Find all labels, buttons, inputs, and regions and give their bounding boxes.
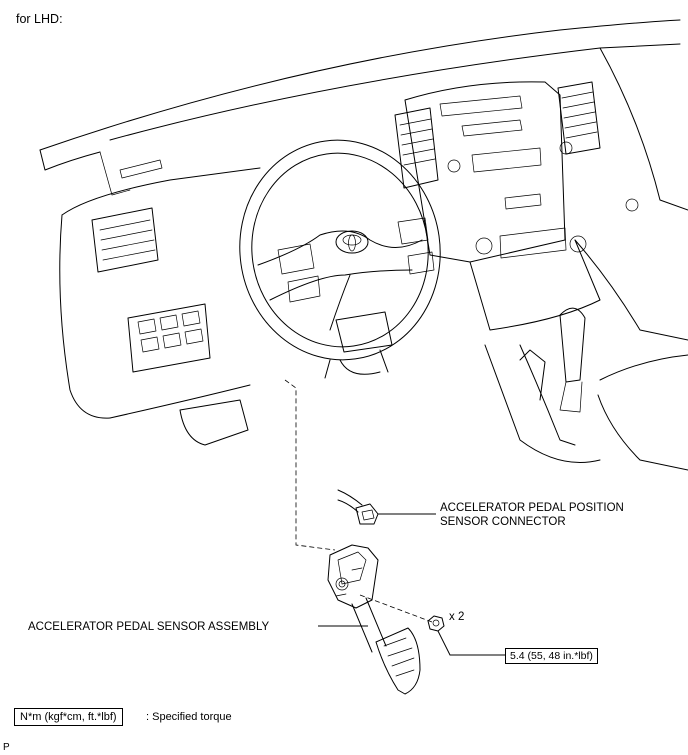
steering-wheel	[239, 139, 441, 379]
dashboard-outline	[39, 19, 688, 471]
guide-lines	[284, 379, 433, 623]
connector-callout-line2: SENSOR CONNECTOR	[440, 516, 566, 528]
legend-unit-box: N*m (kgf*cm, ft.*lbf)	[14, 708, 123, 726]
torque-leader	[437, 630, 505, 656]
nut-quantity: x 2	[449, 611, 465, 623]
nut-icon	[427, 615, 445, 632]
variant-label: for LHD:	[16, 12, 63, 26]
footer-mark: P	[3, 742, 10, 753]
accelerator-pedal-icon	[327, 544, 421, 695]
legend-description: : Specified torque	[146, 711, 232, 723]
connector-callout-line1: ACCELERATOR PEDAL POSITION	[440, 502, 624, 514]
steering-wheel-emblem-icon	[335, 230, 369, 254]
nut-torque-box: 5.4 (55, 48 in.*lbf)	[505, 648, 598, 664]
assembly-callout: ACCELERATOR PEDAL SENSOR ASSEMBLY	[28, 621, 270, 633]
sensor-connector-icon	[337, 489, 379, 525]
